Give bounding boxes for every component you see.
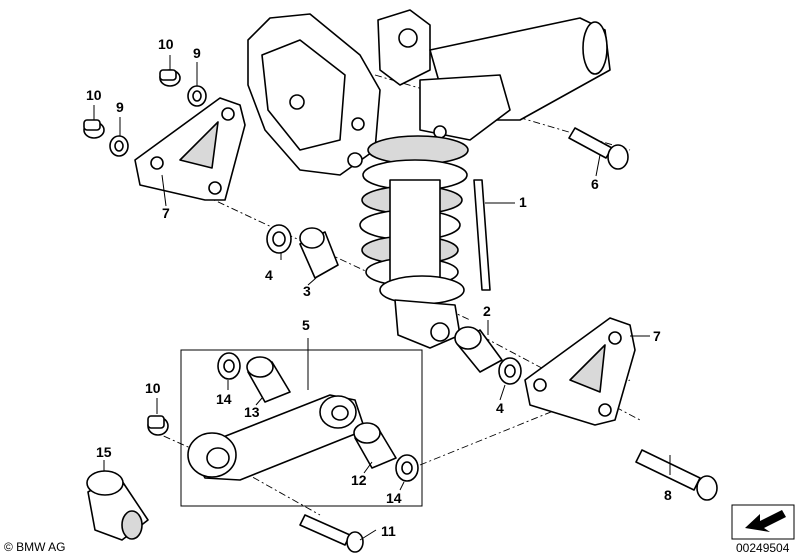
washer-14-bottom[interactable] [395, 454, 419, 482]
leader-lines [93, 55, 671, 541]
washer-9-top[interactable] [187, 85, 207, 107]
direction-arrow-icon [731, 504, 795, 540]
callout-10-left: 10 [86, 87, 102, 103]
callout-14-bottom: 14 [386, 490, 402, 506]
callout-9-top: 9 [193, 45, 201, 61]
callouts: 10 9 10 9 7 1 4 3 2 4 5 6 7 8 10 11 15 1… [86, 36, 672, 539]
shock-absorber[interactable] [247, 9, 611, 349]
callout-5: 5 [302, 317, 310, 333]
callout-1: 1 [519, 194, 527, 210]
callout-7-right: 7 [653, 328, 661, 344]
bracket-upper-left[interactable] [134, 97, 246, 201]
washer-9-left[interactable] [109, 135, 129, 157]
bushing-15[interactable] [86, 470, 149, 541]
bushing-12[interactable] [353, 422, 397, 469]
callout-10-top: 10 [158, 36, 174, 52]
nut-10-top[interactable] [159, 69, 181, 87]
callout-9-left: 9 [116, 99, 124, 115]
washer-4-upper[interactable] [266, 224, 292, 254]
callout-6: 6 [591, 176, 599, 192]
washer-4-right[interactable] [498, 357, 522, 385]
callout-4-upper: 4 [265, 267, 273, 283]
nut-10-lower[interactable] [147, 415, 169, 436]
callout-10-lower: 10 [145, 380, 161, 396]
copyright-label: © BMW AG [4, 540, 66, 554]
kit-frame-5 [180, 349, 423, 507]
linkage-rocker-5[interactable] [187, 394, 366, 481]
callout-15: 15 [96, 444, 112, 460]
bushing-13[interactable] [246, 356, 291, 403]
bushing-2[interactable] [454, 326, 503, 373]
callout-8: 8 [664, 487, 672, 503]
washer-14-top[interactable] [217, 352, 241, 380]
nut-10-left[interactable] [83, 119, 105, 139]
callout-14-top: 14 [216, 391, 232, 407]
screw-8[interactable] [635, 449, 718, 501]
callout-4-right: 4 [496, 400, 504, 416]
callout-7-left: 7 [162, 205, 170, 221]
screw-11[interactable] [299, 514, 364, 553]
bushing-3[interactable] [299, 227, 339, 279]
callout-3: 3 [303, 283, 311, 299]
callout-11: 11 [381, 523, 396, 539]
bracket-right[interactable] [524, 317, 636, 426]
callout-2: 2 [483, 303, 491, 319]
callout-13: 13 [244, 404, 260, 420]
diagram-number: 00249504 [736, 541, 790, 555]
screw-6[interactable] [568, 127, 629, 170]
callout-12: 12 [351, 472, 367, 488]
